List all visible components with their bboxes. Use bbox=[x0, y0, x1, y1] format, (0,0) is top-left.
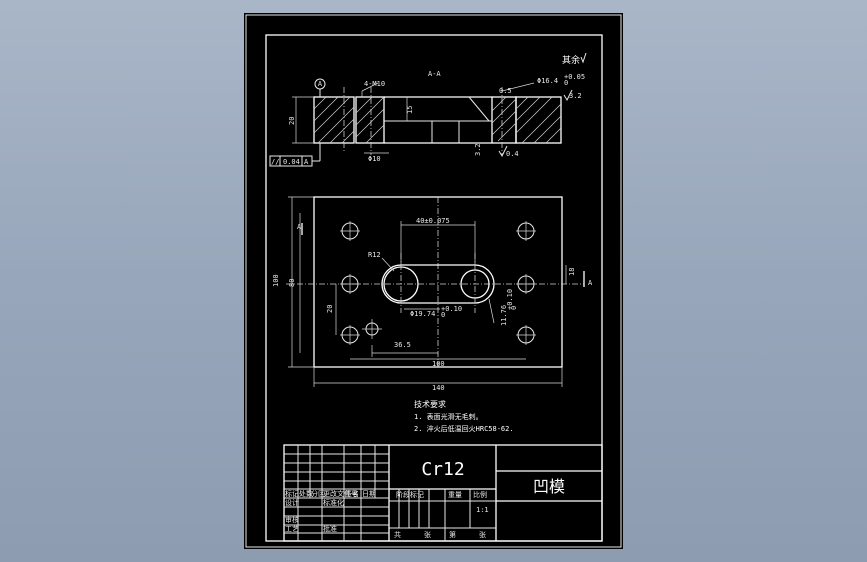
section-mark-right: A bbox=[588, 279, 593, 287]
dim-radius: R12 bbox=[368, 251, 381, 259]
dim-tol-plus: +0.05 bbox=[564, 73, 585, 81]
roughness-symbol-icon bbox=[580, 52, 587, 64]
section-block-left-inner bbox=[355, 96, 385, 144]
tb-label-mark: 标记 bbox=[285, 489, 299, 498]
part-name: 凹模 bbox=[533, 477, 565, 496]
section-mark-left: A bbox=[297, 223, 302, 231]
roughness-right-icon bbox=[563, 89, 573, 102]
tb-label-scale: 比例 bbox=[473, 490, 487, 499]
dim-dia-left: Φ19.74 bbox=[410, 310, 435, 318]
tech-req-title: 技术要求 bbox=[414, 399, 446, 409]
tb-label-sign: 签名 bbox=[345, 489, 359, 498]
section-view bbox=[292, 78, 562, 155]
roughness-corner-note: 其余 bbox=[562, 54, 580, 66]
dim-dia-right: 11.76 bbox=[500, 305, 508, 326]
tb-label-review: 审核 bbox=[285, 515, 299, 524]
section-block-right bbox=[515, 96, 562, 144]
roughness-right-top: 3.2 bbox=[569, 92, 582, 100]
dim-dia-right-tol-top: +0.10 bbox=[506, 289, 514, 310]
dim-width-inner: 80 bbox=[288, 279, 296, 287]
tb-scale-value: 1:1 bbox=[476, 506, 489, 514]
dim-bottom-left: 36.5 bbox=[394, 341, 411, 349]
section-block-right-inner bbox=[491, 96, 517, 144]
dim-bottom-total: 140 bbox=[432, 384, 445, 392]
roughness-left: 3.2 bbox=[474, 143, 482, 156]
section-block-left bbox=[313, 96, 355, 144]
tb-label-standardize: 标准化 bbox=[323, 498, 344, 507]
dim-tol-zero: 0 bbox=[564, 79, 568, 87]
tech-req-line2: 2. 淬火后低温回火HRC58-62. bbox=[414, 424, 514, 433]
plan-view bbox=[286, 196, 585, 387]
tb-label-sheet-no-unit: 张 bbox=[479, 530, 486, 539]
dim-height: 20 bbox=[288, 117, 296, 125]
dim-slot-length: 40±0.075 bbox=[416, 217, 450, 225]
dim-width-total: 100 bbox=[272, 274, 280, 287]
tb-label-design: 设计 bbox=[285, 498, 299, 507]
roughness-bottom-icon bbox=[498, 145, 508, 158]
tb-label-approve: 批准 bbox=[323, 524, 337, 533]
tb-label-zone: 分区 bbox=[311, 489, 325, 498]
tolerance-value: 0.04 bbox=[283, 158, 300, 166]
dim-hole-spacing: 20 bbox=[326, 305, 334, 313]
hatching-left bbox=[313, 96, 385, 144]
tb-label-weight: 重量 bbox=[448, 491, 462, 499]
drawing-sheet: 其余 A-A bbox=[244, 13, 623, 549]
tolerance-symbol: // bbox=[271, 158, 279, 166]
cad-drawing: 其余 A-A bbox=[245, 14, 622, 548]
dim-dia-left-tol-top: +0.10 bbox=[441, 305, 462, 313]
dim-holes: 4-M10 bbox=[364, 80, 385, 88]
hatching-right bbox=[491, 96, 562, 144]
tb-label-date: 日期 bbox=[362, 490, 376, 498]
dim-dia-right-tol-bottom: 0 bbox=[510, 306, 518, 310]
dim-top-right-diameter: Φ16.4 bbox=[537, 77, 558, 85]
geometric-tolerance-frame bbox=[269, 143, 321, 167]
tb-label-sheet-unit: 张 bbox=[424, 530, 431, 539]
tb-label-process: 工艺 bbox=[285, 525, 299, 533]
dim-offset: 18 bbox=[568, 268, 576, 276]
dim-inner: 15 bbox=[406, 106, 414, 114]
tolerance-datum: A bbox=[304, 158, 309, 166]
dim-bore: Φ10 bbox=[368, 155, 381, 163]
tb-label-change-doc: 更改文件号 bbox=[323, 489, 358, 498]
material-name: Cr12 bbox=[421, 459, 464, 480]
tb-label-stage: 阶段标记 bbox=[396, 490, 424, 499]
outer-border bbox=[245, 14, 622, 548]
tb-label-count: 处数 bbox=[299, 489, 313, 498]
title-block bbox=[283, 444, 603, 542]
tb-label-total-sheets: 共 bbox=[394, 530, 401, 539]
dim-dia-left-tol-bottom: 0 bbox=[441, 311, 445, 319]
tb-label-sheet-no: 第 bbox=[449, 530, 456, 539]
dim-angle: 0.5 bbox=[499, 87, 512, 95]
tech-req-line1: 1. 表面光滑无毛刺。 bbox=[414, 412, 483, 421]
section-title: A-A bbox=[428, 70, 441, 78]
roughness-bottom: 0.4 bbox=[506, 150, 519, 158]
datum-balloon-label: A bbox=[318, 80, 323, 88]
dim-bottom-mid: 100 bbox=[432, 360, 445, 368]
